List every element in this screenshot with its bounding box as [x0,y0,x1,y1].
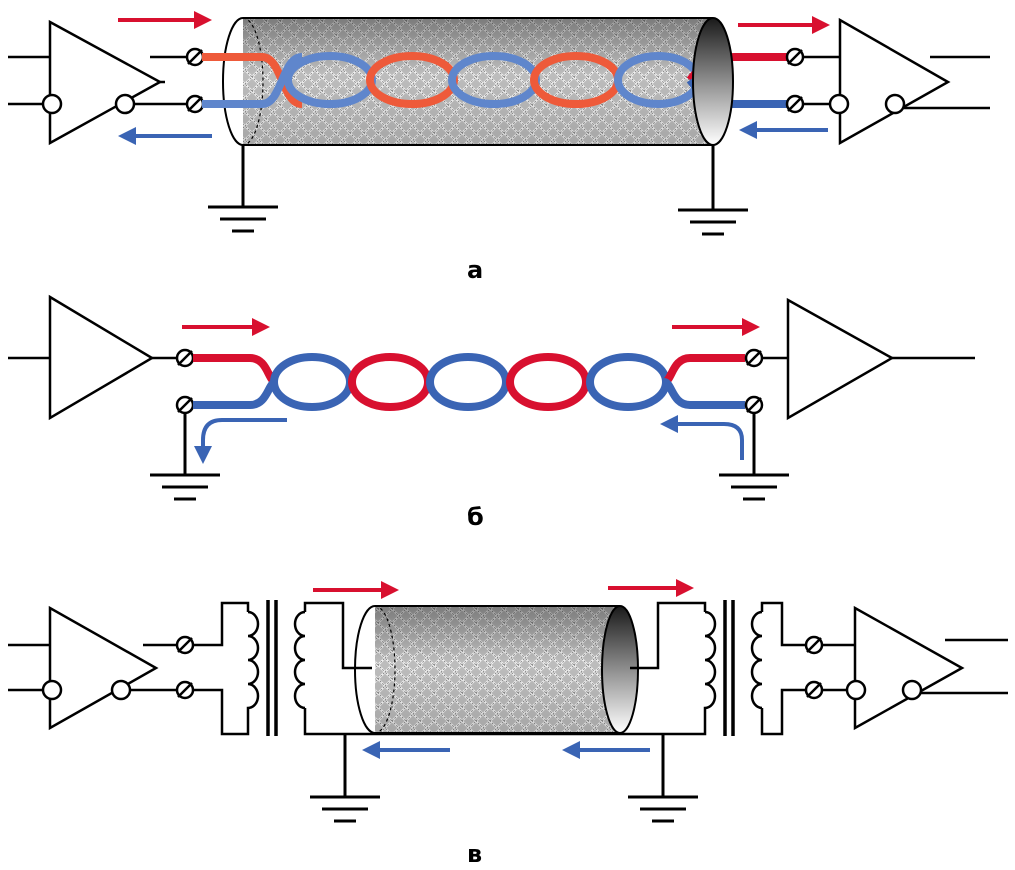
twisted-pair [193,353,745,411]
screw-terminal-icon [175,348,195,415]
ground-symbol-icon [719,413,789,501]
panel-c [8,579,1008,823]
current-direction-arrow-icon [118,11,830,145]
panel-a [8,11,990,236]
panel-caption-a: а [467,256,484,284]
panel-caption-c: в [467,840,483,868]
transformer-coil-icon [620,600,806,736]
screw-terminal-icon [744,348,788,415]
amplifier-icon [8,294,177,421]
amplifier-icon [828,17,990,146]
transformer-coil-icon [193,600,620,736]
panel-b [8,294,975,501]
ground-symbol-icon [678,145,748,236]
shield-end-cap [692,17,734,146]
amplifier-icon [845,605,1008,731]
ground-symbol-icon [208,145,278,233]
amplifier-icon [8,19,188,146]
current-direction-arrow-icon [313,579,694,759]
braided-shield-icon [354,605,639,734]
current-direction-arrow-icon [182,318,760,464]
screw-terminal-icon [185,47,205,114]
ground-symbol-icon [628,734,698,823]
twisted-pair [202,52,790,108]
screw-terminal-icon [785,47,840,114]
braided-shield-icon [222,17,713,146]
amplifier-icon [786,297,975,421]
amplifier-icon [8,605,177,731]
ground-symbol-icon [150,413,220,501]
panel-caption-b: б [467,503,484,531]
screw-terminal-icon [804,635,855,700]
screw-terminal-icon [175,635,195,700]
ground-symbol-icon [310,734,380,823]
